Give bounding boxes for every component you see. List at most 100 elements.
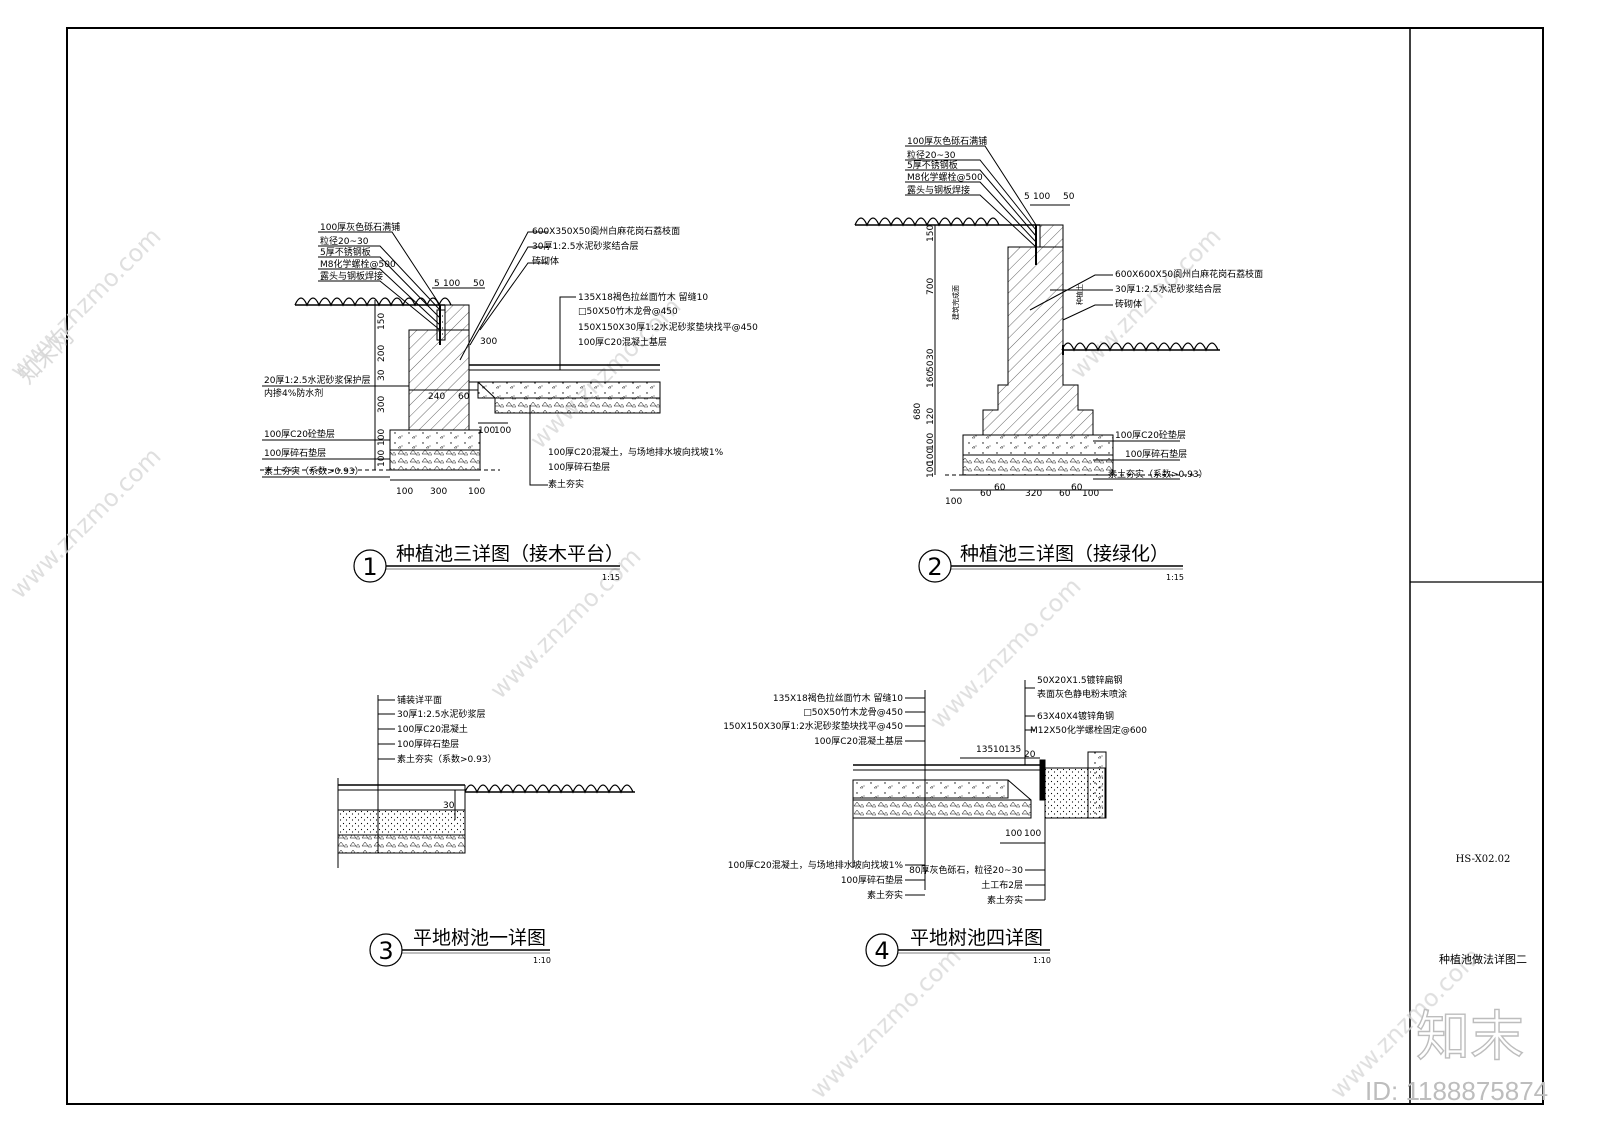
d1-deck-label-1: □50X50竹木龙骨@450 xyxy=(578,305,678,317)
d4-dim-3: 20 xyxy=(1024,750,1036,760)
watermark-logo: 知末 xyxy=(1416,1005,1524,1068)
d1-dim-vert-3: 300 xyxy=(377,396,387,413)
d1-right-label-2: 砖砌体 xyxy=(532,255,559,267)
detail-4-edge xyxy=(1039,759,1046,801)
detail-3-labels: 铺装详平面 30厚1:2.5水泥砂浆层 100厚C20混凝土 100厚碎石垫层 … xyxy=(397,694,497,811)
detail-2-title-text: 种植池三详图（接绿化） xyxy=(960,543,1169,565)
d1-dim-mid-3: 100 xyxy=(478,426,495,436)
d2-dim-vert-3: 50 xyxy=(926,360,936,372)
d1-dim-bottom-1: 300 xyxy=(430,487,447,497)
d4-dim-2: 135 xyxy=(1004,745,1021,755)
detail-4-concrete xyxy=(852,779,1009,799)
d1-dim-vert-1: 200 xyxy=(377,345,387,362)
d2-dim-vert-6: 680 xyxy=(913,403,923,420)
d2-top-label-0: 100厚灰色砾石满铺 xyxy=(907,135,987,147)
deck-concrete-1 xyxy=(477,381,661,399)
d1-dim-vert-4: 100 xyxy=(377,429,387,446)
d4-bottom-left-2: 素土夯实 xyxy=(867,889,903,901)
d2-right-label-2: 砖砌体 xyxy=(1115,298,1142,310)
watermark-id: ID: 1188875874 xyxy=(1365,1076,1548,1106)
d3-label-0: 铺装详平面 xyxy=(397,694,442,706)
detail-1-number: 1 xyxy=(362,553,377,581)
detail-1 xyxy=(260,231,661,486)
d2-dim-bottom-5: 60 xyxy=(1071,483,1083,493)
sheet-border xyxy=(66,27,1544,1105)
d1-right-label-0: 600X350X50阆州白麻花岗石荔枝面 xyxy=(532,225,680,237)
detail-1-title: 1 种植池三详图（接木平台） 1:15 xyxy=(353,543,624,583)
detail-2-title: 2 种植池三详图（接绿化） 1:15 xyxy=(918,543,1184,583)
d4-right-label-3: M12X50化学螺栓固定@600 xyxy=(1030,724,1147,736)
d2-dim-bottom-1: 60 xyxy=(980,489,992,499)
d1-bottom-label-1: 100厚碎石垫层 xyxy=(548,461,610,473)
d4-bottom-right-1: 土工布2层 xyxy=(981,879,1023,891)
d3-dim: 30 xyxy=(443,801,455,811)
detail-2-number: 2 xyxy=(927,553,942,581)
d3-label-2: 100厚C20混凝土 xyxy=(397,723,468,735)
d4-dim-5: 100 xyxy=(1024,829,1041,839)
detail-2-labels: 100厚灰色砾石满铺 粒径20~30 5厚不锈钢板 M8化学螺栓@500 露头与… xyxy=(907,135,1263,507)
d1-bottom-label-0: 100厚C20混凝土，与场地排水坡向找坡1% xyxy=(548,446,724,458)
d4-bottom-left-1: 100厚碎石垫层 xyxy=(841,874,903,886)
d1-dim-vert-0: 150 xyxy=(377,313,387,330)
d2-side-tag-0: 种植土 xyxy=(1075,284,1084,305)
d2-dim-vert-4: 160 xyxy=(926,371,936,388)
watermark-text-group: www.znzmo.com www.znzmo.com www.znzmo.co… xyxy=(4,222,1486,1104)
d3-label-3: 100厚碎石垫层 xyxy=(397,738,459,750)
d2-dim-bottom-2: 60 xyxy=(994,483,1006,493)
detail-3-layers xyxy=(337,809,466,836)
d1-dim-mid-4: 100 xyxy=(494,426,511,436)
d2-base-label-0: 100厚C20砼垫层 xyxy=(1115,429,1186,441)
sheet-code: HS-X02.02 xyxy=(1456,854,1511,865)
d1-side-label-0: 20厚1:2.5水泥砂浆保护层 xyxy=(264,374,371,386)
detail-4-scale: 1:10 xyxy=(1033,956,1051,965)
d2-dim-vert-8: 100 xyxy=(926,448,936,465)
d1-deck-label-0: 135X18褐色拉丝面竹木 留缝10 xyxy=(578,291,708,303)
grass-strip-2b xyxy=(1061,342,1219,352)
detail-3-title: 3 平地树池一详图 1:10 xyxy=(369,927,551,967)
watermark-7: www.znzmo.com xyxy=(804,942,966,1104)
watermark-6: www.znzmo.com xyxy=(924,572,1086,734)
detail-4-number: 4 xyxy=(874,937,889,965)
d4-left-label-0: 135X18褐色拉丝面竹木 留缝10 xyxy=(773,692,903,704)
d2-dim-vert-1: 700 xyxy=(926,278,936,295)
d3-label-1: 30厚1:2.5水泥砂浆层 xyxy=(397,708,486,720)
d1-base-label-0: 100厚C20砼垫层 xyxy=(264,428,335,440)
detail-4-title: 4 平地树池四详图 1:10 xyxy=(865,927,1051,967)
grass-strip-1 xyxy=(294,297,452,307)
foundation-1 xyxy=(389,429,481,451)
d4-bottom-right-2: 素土夯实 xyxy=(987,894,1023,906)
d1-base-label-2: 素土夯实（系数>0.93） xyxy=(264,465,364,477)
d2-dim-vert-0: 150 xyxy=(926,225,936,242)
foundation-2 xyxy=(962,434,1114,456)
d4-dim-4: 100 xyxy=(1005,829,1022,839)
d1-right-label-1: 30厚1:2.5水泥砂浆结合层 xyxy=(532,240,639,252)
d4-bottom-left-0: 100厚C20混凝土，与场地排水坡向找坡1% xyxy=(728,859,904,871)
d1-dim-vert-5: 100 xyxy=(377,450,387,467)
d2-dim-bottom-3: 320 xyxy=(1025,489,1042,499)
detail-3 xyxy=(337,695,635,868)
grass-strip-2a xyxy=(854,217,1000,227)
d2-dim-vert-2: 30 xyxy=(926,348,936,360)
d2-dim-bottom-4: 60 xyxy=(1059,489,1071,499)
d1-bottom-label-2: 素土夯实 xyxy=(548,478,584,490)
d2-right-label-1: 30厚1:2.5水泥砂浆结合层 xyxy=(1115,283,1222,295)
grass-strip-3 xyxy=(464,784,634,794)
d2-dim-top-2: 50 xyxy=(1063,192,1075,202)
d1-deck-label-3: 100厚C20混凝土基层 xyxy=(578,336,667,348)
d4-right-label-1: 表面灰色静电粉末喷涂 xyxy=(1037,688,1127,700)
d1-base-label-1: 100厚碎石垫层 xyxy=(264,447,326,459)
d4-left-label-3: 100厚C20混凝土基层 xyxy=(814,735,903,747)
d4-dim-0: 135 xyxy=(976,745,993,755)
d2-dim-vert-9: 100 xyxy=(926,461,936,478)
watermark-4: www.znzmo.com xyxy=(4,442,166,604)
d1-dim-top-2: 50 xyxy=(473,279,485,289)
d1-side-label-1: 内掺4%防水剂 xyxy=(264,387,323,399)
d2-dim-vert-7: 100 xyxy=(926,433,936,450)
detail-3-title-text: 平地树池一详图 xyxy=(413,927,546,949)
detail-1-title-text: 种植池三详图（接木平台） xyxy=(396,543,624,565)
detail-3-scale: 1:10 xyxy=(533,956,551,965)
d2-dim-vert-5: 120 xyxy=(926,408,936,425)
d1-dim-top-1: 100 xyxy=(443,279,460,289)
d2-base-label-2: 素土夯实（系数>0.93） xyxy=(1108,468,1208,480)
